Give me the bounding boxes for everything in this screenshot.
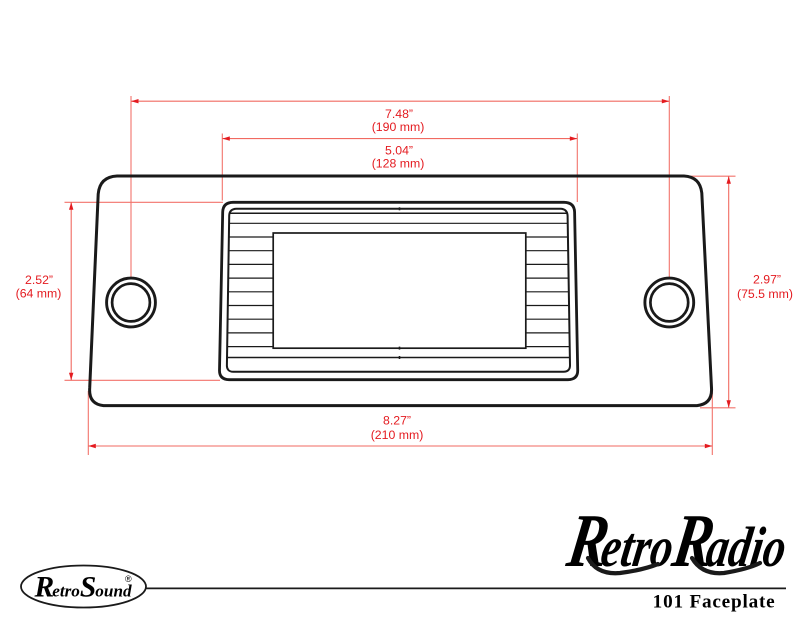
svg-text:RetroSound: RetroSound (34, 572, 133, 604)
svg-text:(190 mm): (190 mm) (372, 120, 425, 134)
svg-text:®: ® (125, 574, 132, 584)
svg-text:(128 mm): (128 mm) (372, 157, 425, 171)
svg-text:7.48”: 7.48” (385, 107, 413, 121)
svg-text:(64 mm): (64 mm) (16, 286, 62, 300)
svg-text:8.27”: 8.27” (383, 414, 411, 428)
svg-text:(210 mm): (210 mm) (371, 428, 424, 442)
svg-text:5.04”: 5.04” (385, 144, 413, 158)
svg-text:(75.5 mm): (75.5 mm) (737, 287, 793, 301)
svg-text:2.52”: 2.52” (25, 273, 53, 287)
svg-text:2.97”: 2.97” (753, 272, 781, 286)
svg-text:101 Faceplate: 101 Faceplate (653, 592, 776, 613)
